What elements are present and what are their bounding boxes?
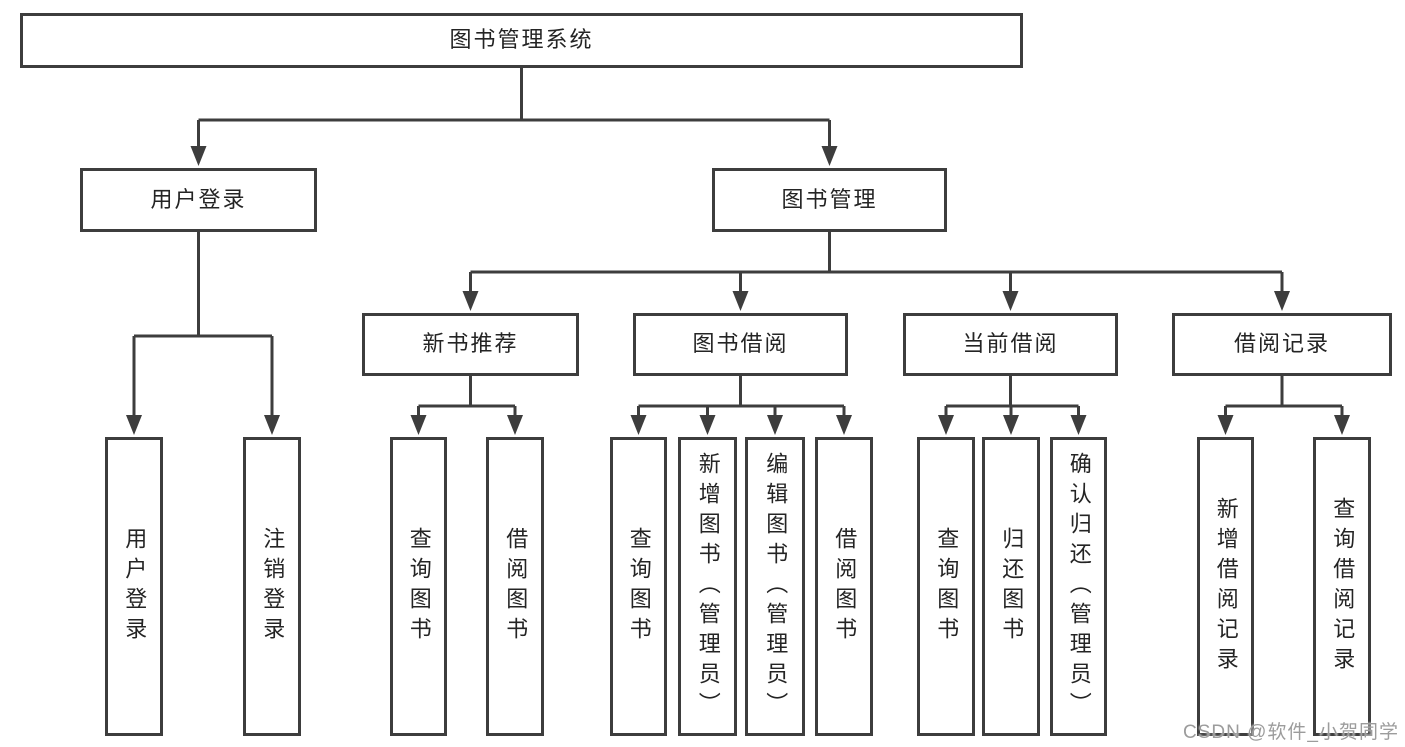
node-book-management: 图书管理 bbox=[712, 168, 947, 232]
leaf-borrow-borrow-books: 借阅图书 bbox=[815, 437, 873, 736]
leaf-borrow-edit-books-admin: 编辑图书（管理员） bbox=[745, 437, 805, 736]
leaf-current-return-books: 归还图书 bbox=[982, 437, 1040, 736]
leaf-user-login: 用户登录 bbox=[105, 437, 163, 736]
node-borrow-records: 借阅记录 bbox=[1172, 313, 1392, 376]
node-library-management-system: 图书管理系统 bbox=[20, 13, 1023, 68]
leaf-records-query-borrow-record: 查询借阅记录 bbox=[1313, 437, 1371, 736]
csdn-watermark: CSDN @软件_小贺同学 bbox=[1183, 722, 1399, 743]
arrowheads bbox=[126, 146, 1350, 435]
node-user-login: 用户登录 bbox=[80, 168, 317, 232]
node-new-book-recommend: 新书推荐 bbox=[362, 313, 579, 376]
leaf-records-add-borrow-record: 新增借阅记录 bbox=[1197, 437, 1254, 736]
leaf-current-confirm-return-admin: 确认归还（管理员） bbox=[1050, 437, 1107, 736]
leaf-borrow-query-books: 查询图书 bbox=[610, 437, 667, 736]
leaf-logout: 注销登录 bbox=[243, 437, 301, 736]
node-current-borrowing: 当前借阅 bbox=[903, 313, 1118, 376]
node-book-borrowing: 图书借阅 bbox=[633, 313, 848, 376]
leaf-newbook-query-books: 查询图书 bbox=[390, 437, 447, 736]
leaf-current-query-books: 查询图书 bbox=[917, 437, 975, 736]
leaf-newbook-borrow-books: 借阅图书 bbox=[486, 437, 544, 736]
leaf-borrow-add-books-admin: 新增图书（管理员） bbox=[678, 437, 737, 736]
